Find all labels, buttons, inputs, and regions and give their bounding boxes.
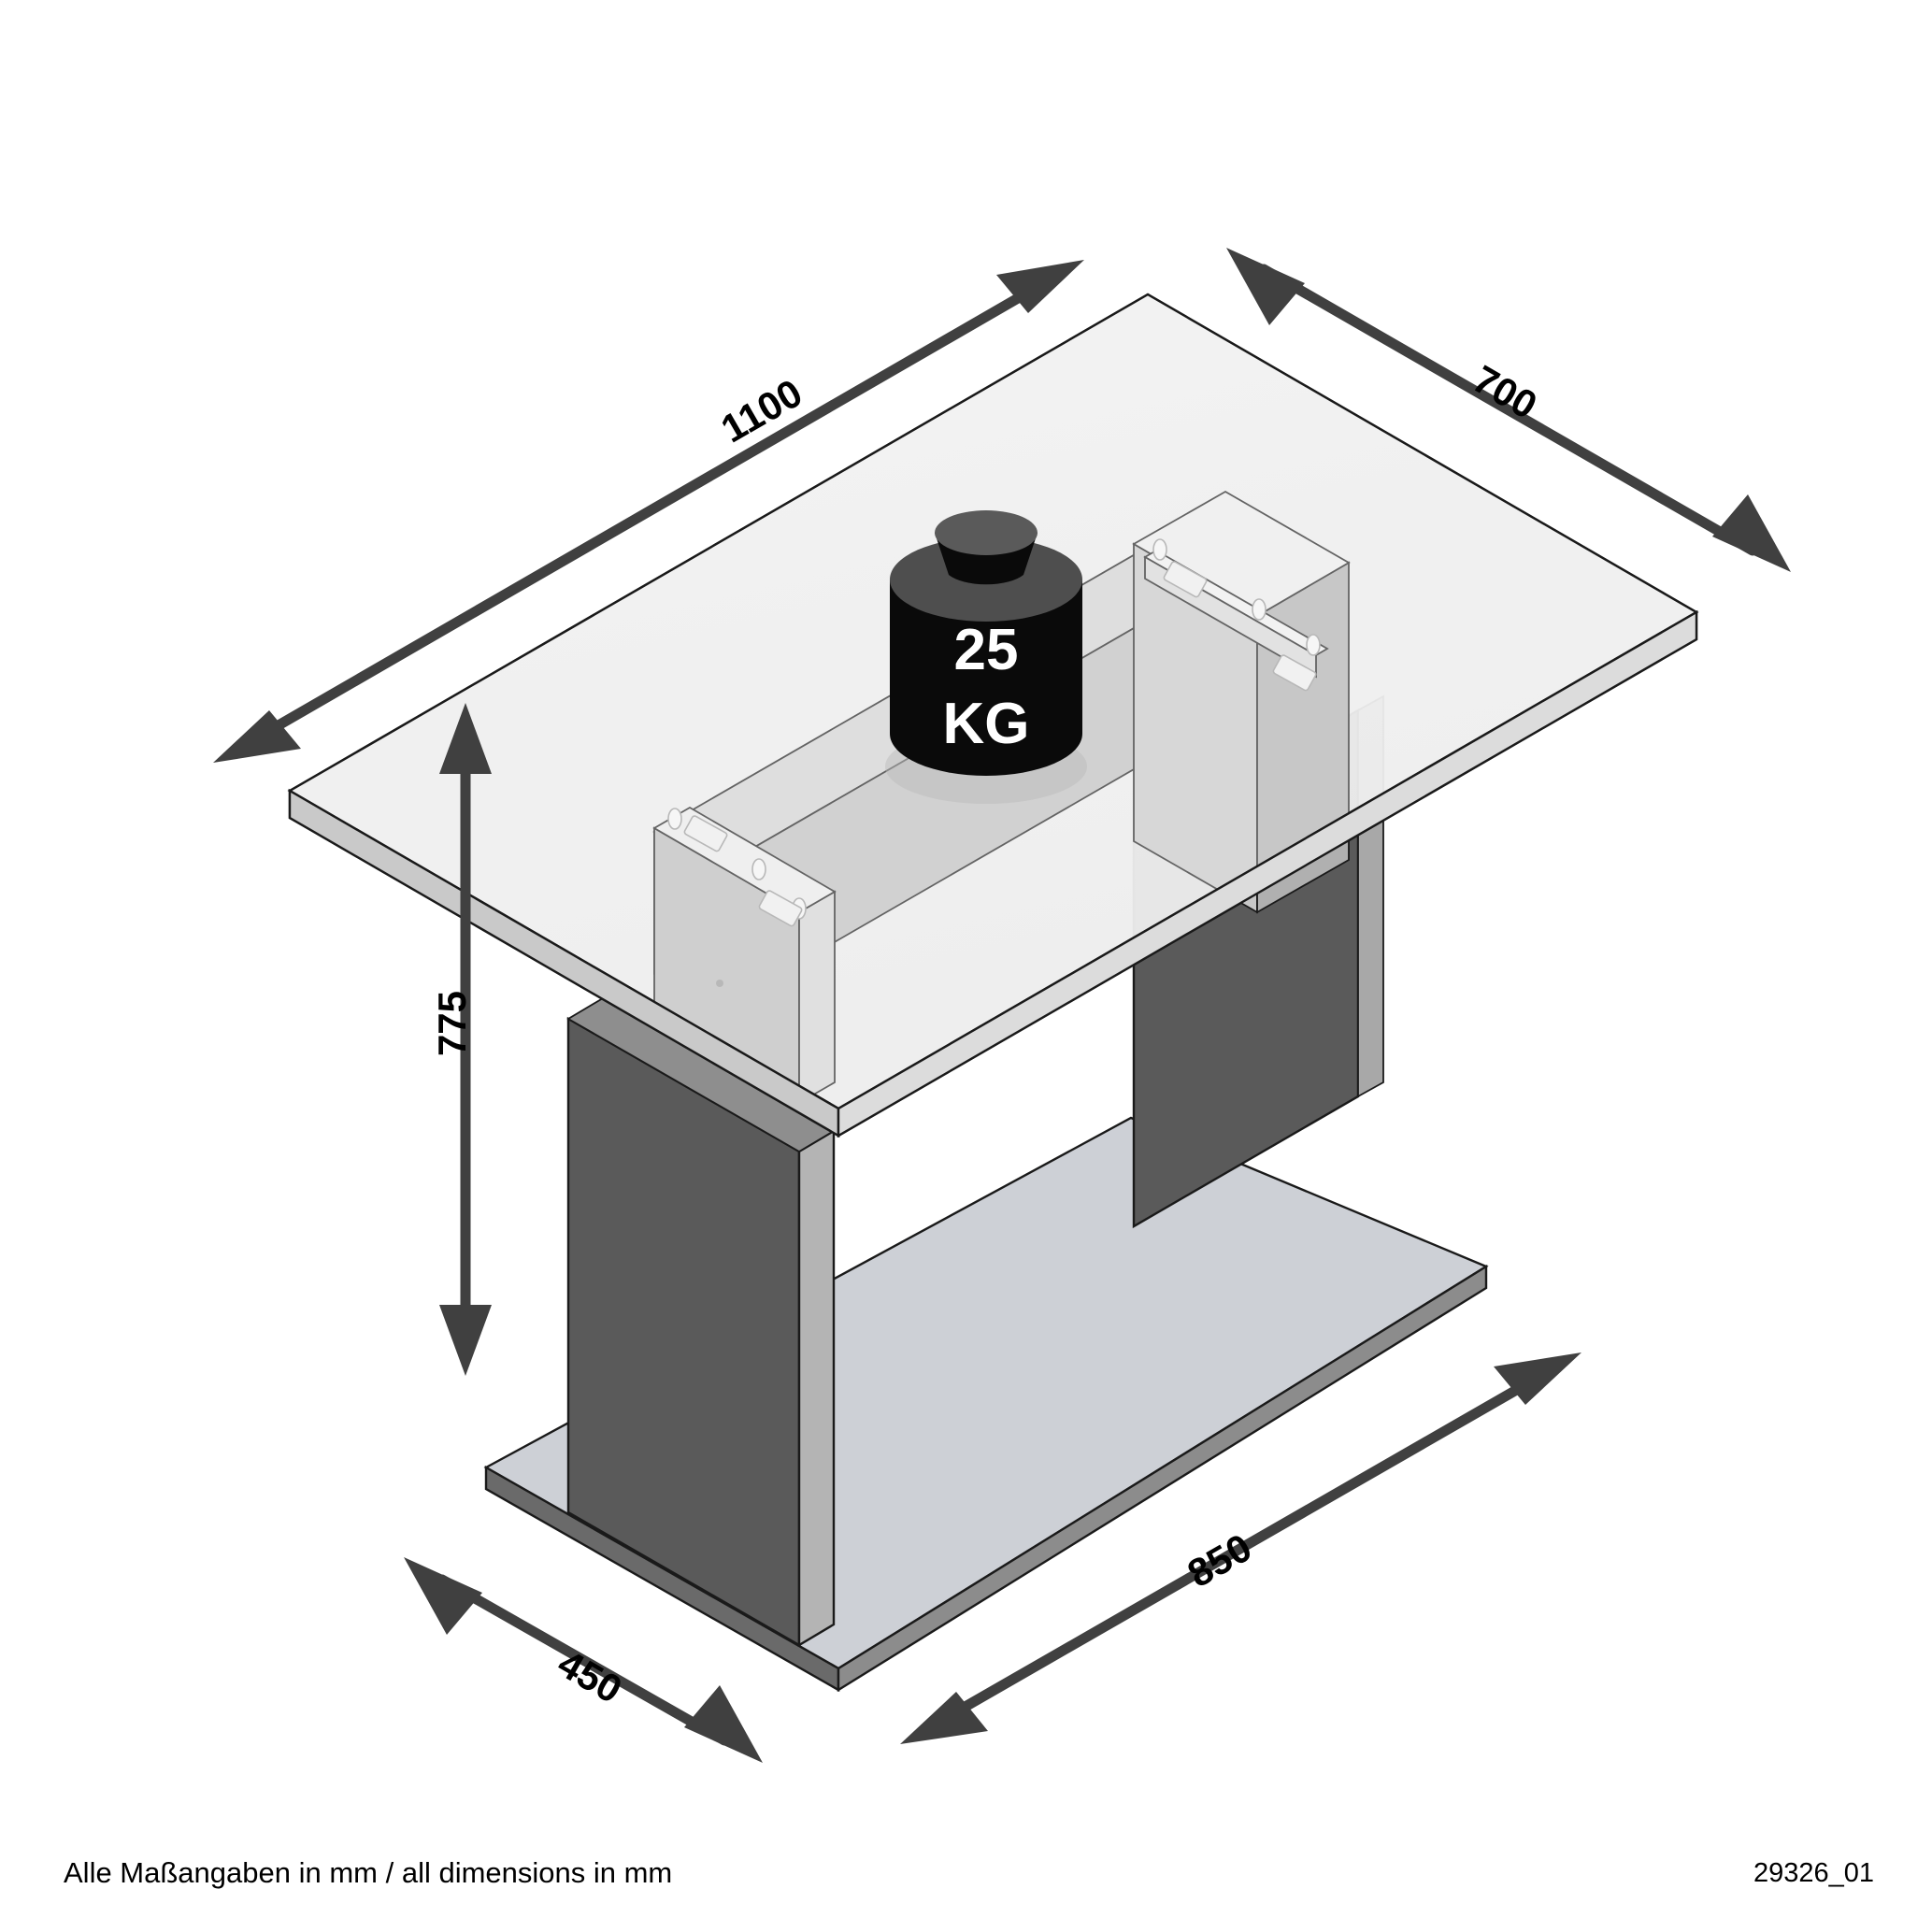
dimension-775-label: 775 [430,991,474,1056]
dimension-700-label: 700 [1466,357,1544,428]
peg-right-c [1306,634,1321,656]
dimension-850-arrow-end [1494,1352,1581,1405]
weight-knob-top [935,510,1038,555]
dimension-450-arrow-start [404,1557,482,1635]
dimension-700-line [1258,264,1758,556]
peg-right-a [1152,538,1167,561]
dimension-1100-arrow-start [213,710,301,763]
fitting-pegs [667,538,1321,927]
dimension-700-arrow-end [1712,494,1791,572]
leg-front [566,996,836,1648]
bracket-left-a [683,815,728,852]
dimension-850: 850 [900,1352,1581,1744]
screw-dot-left-leg [716,980,723,987]
dimension-700-arrow-start [1226,248,1305,325]
weight-unit-label: KG [943,692,1030,756]
footer-note: Alle Maßangaben in mm / all dimensions i… [64,1856,672,1889]
bracket-right-a [1163,561,1208,598]
bracket-left-b [758,890,803,927]
weight-value-label: 25 [954,618,1019,682]
peg-left-b [751,858,766,880]
dimension-850-line [932,1368,1550,1728]
dimension-850-label: 850 [1181,1525,1259,1596]
leg-front-light-face [797,1128,836,1648]
dimension-1100-label: 1100 [714,370,809,451]
dimension-775-arrow-bottom [439,1305,492,1376]
dimension-775-arrow-top [439,703,492,774]
dimension-850-arrow-start [900,1692,988,1744]
dimension-1100-arrow-end [996,260,1084,313]
dimension-450: 450 [404,1557,763,1763]
peg-left-a [667,808,682,830]
drawing-code: 29326_01 [1753,1858,1874,1888]
dimension-450-arrow-end [684,1685,763,1763]
bracket-right-b [1272,654,1317,692]
peg-right-b [1252,598,1267,621]
weight-body [890,580,1082,776]
load-weight-icon: 25 KG [885,510,1087,804]
base-plate-right-edge [837,1264,1488,1693]
dimension-450-line [436,1574,730,1746]
tabletop-front-right-edge-overlay [837,609,1698,1138]
table-illustration [287,293,1699,1693]
dimension-1100-line [242,275,1054,749]
dimension-775: 775 [430,703,492,1376]
